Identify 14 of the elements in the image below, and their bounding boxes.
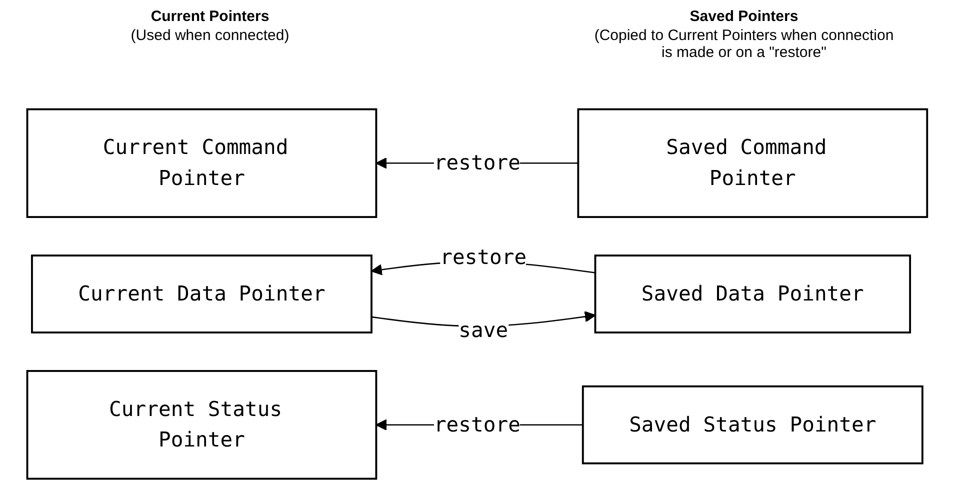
edge-label: save (458, 318, 508, 342)
node-box: Current Command Pointer (26, 108, 377, 218)
edge-label: restore (440, 244, 526, 270)
node-box: Current Data Pointer (30, 254, 372, 334)
node-box: Current Status Pointer (26, 370, 377, 480)
edge-label: restore (434, 150, 520, 175)
edge-label: restore (434, 412, 520, 436)
column-heading: Current Pointers (150, 8, 270, 25)
node-box: Saved Command Pointer (577, 108, 928, 218)
column-note: (Used when connected) (130, 27, 290, 44)
column-heading: Saved Pointers (690, 8, 798, 25)
node-box: Saved Data Pointer (594, 254, 911, 334)
column-note: (Copied to Current Pointers when connection is made or on a "restore" (594, 27, 894, 61)
node-box: Saved Status Pointer (582, 385, 924, 464)
